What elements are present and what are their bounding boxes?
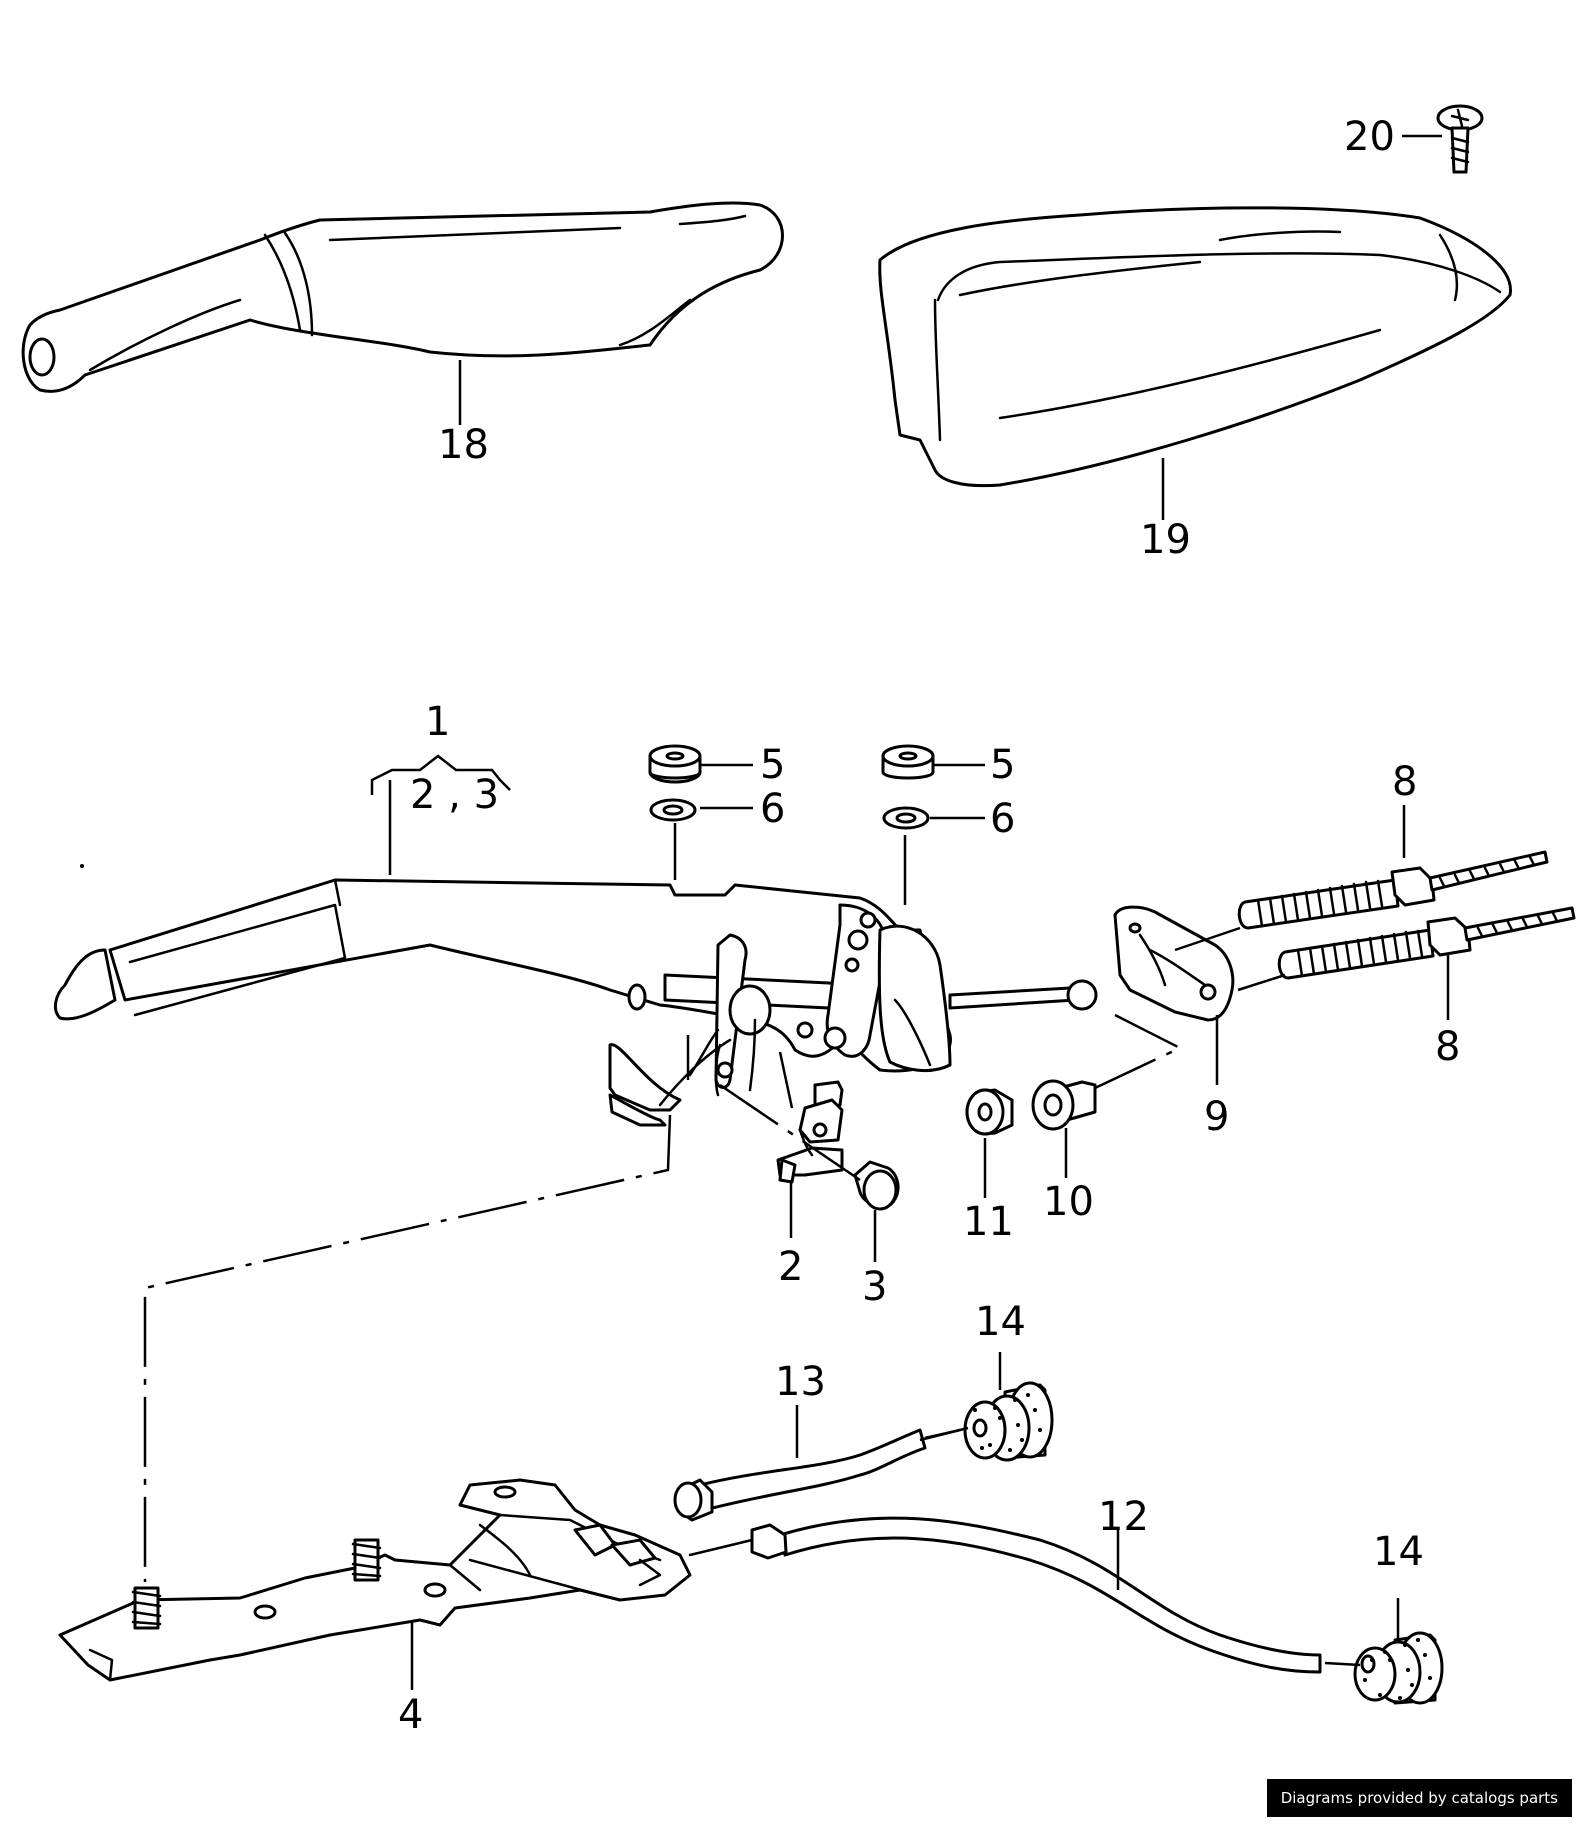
callout-1: 1 [425,699,450,745]
callout-4: 4 [398,1692,423,1738]
callout-5-left: 5 [760,742,785,788]
part-18-lever-grip [21,201,784,393]
part-9-equalizer [1113,905,1235,1022]
part-19-cover [878,206,1512,488]
part-8-cable-upper [1237,850,1549,930]
part-8-cable-lower [1277,906,1576,980]
part-10-sleeve [1031,1079,1097,1131]
callout-8-lower: 8 [1435,1024,1460,1070]
part-5-nut-right [881,744,935,780]
callout-13: 13 [775,1359,826,1405]
part-3-pin [853,1160,900,1211]
callout-8-upper: 8 [1392,759,1417,805]
part-12-cable-long [688,1516,1322,1674]
callout-14-upper: 14 [975,1299,1026,1345]
stud-right [351,1538,382,1582]
callout-6-left: 6 [760,786,785,832]
part-11-bushing [965,1088,1014,1136]
callout-3: 3 [862,1264,887,1310]
assembly-lines [143,823,1361,1667]
part-5-nut-left [648,744,702,784]
callout-2-3: 2 , 3 [410,772,499,818]
stud-left [131,1586,162,1630]
callout-labels: 18 19 20 1 2 , 3 5 5 6 6 8 8 9 10 11 2 3… [398,114,1460,1738]
callout-5-right: 5 [990,742,1015,788]
part-6-washer-right [882,806,930,830]
callout-6-right: 6 [990,796,1015,842]
callout-12: 12 [1098,1494,1149,1540]
part-14-grommet-lower [1353,1631,1444,1705]
part-20-screw [1436,104,1484,174]
credit-badge: Diagrams provided by catalogs parts [1266,1779,1572,1817]
callout-14-lower: 14 [1373,1529,1424,1575]
part-6-washer-left [649,798,697,822]
part-13-cable-short [673,1428,927,1522]
callout-2: 2 [778,1244,803,1290]
part-1-handbrake-lever [53,878,1098,1127]
callout-20: 20 [1344,114,1395,160]
part-14-grommet-upper [963,1381,1054,1462]
callout-19: 19 [1140,517,1191,563]
callout-9: 9 [1204,1094,1229,1140]
callout-10: 10 [1043,1179,1094,1225]
callout-18: 18 [438,422,489,468]
callout-11: 11 [963,1199,1014,1245]
